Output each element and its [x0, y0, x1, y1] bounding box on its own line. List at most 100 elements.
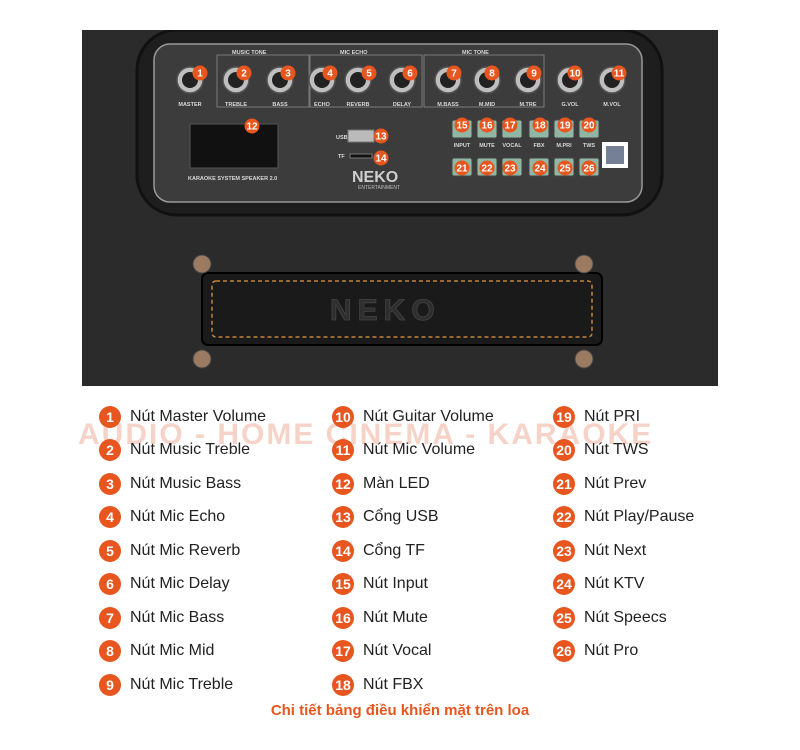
section-label-music-tone: MUSIC TONE [232, 50, 267, 56]
callout-number: 19 [559, 121, 571, 132]
knob-label: BASS [272, 102, 288, 108]
callout-badge: 5 [361, 65, 377, 81]
legend-label: Nút KTV [584, 575, 645, 593]
callout-badge: 21 [454, 160, 470, 176]
callout-circle [192, 65, 208, 81]
legend-item: 16 Nút Mute [332, 601, 494, 635]
callout-badge: 11 [611, 65, 627, 81]
callout-circle [532, 160, 548, 176]
legend-label: Nút TWS [584, 441, 649, 459]
callout-badge: 10 [567, 65, 583, 81]
callout-circle [454, 160, 470, 176]
callout-circle [373, 128, 389, 144]
callout-circle [532, 117, 548, 133]
callout-number: 11 [614, 69, 625, 80]
number-badge: 25 [553, 606, 575, 629]
legend-item: 11 Nút Mic Volume [332, 434, 494, 468]
number-badge: 3 [99, 472, 121, 495]
legend-label: Nút Mic Reverb [130, 541, 241, 559]
callout-badge: 4 [322, 65, 338, 81]
callout-number: 5 [366, 69, 372, 80]
callout-number: 13 [375, 132, 387, 143]
callout-number: 21 [456, 164, 468, 175]
number-badge: 24 [553, 573, 575, 596]
callout-badge: 15 [454, 117, 470, 133]
callout-number: 24 [534, 164, 546, 175]
legend-label: Nút Prev [584, 474, 647, 492]
number-badge: 21 [553, 472, 575, 495]
callout-number: 6 [407, 69, 413, 80]
callout-number: 10 [569, 69, 581, 80]
callout-badge: 26 [581, 160, 597, 176]
caption: Chi tiết bảng điều khiển mặt trên loa [270, 702, 530, 719]
legend-label: Nút Next [584, 541, 647, 559]
callout-circle [454, 117, 470, 133]
callout-badge: 23 [502, 160, 518, 176]
callout-number: 18 [534, 121, 546, 132]
callout-circle [402, 65, 418, 81]
usb-port [347, 129, 375, 143]
callout-number: 7 [451, 69, 457, 80]
callout-number: 1 [197, 69, 203, 80]
callout-number: 14 [375, 154, 387, 165]
callout-number: 3 [285, 69, 291, 80]
legend-item: 21 Nút Prev [553, 467, 694, 501]
button-label: FBX [534, 143, 545, 149]
callout-number: 9 [531, 69, 537, 80]
legend-label: Nút Mic Volume [363, 441, 476, 459]
callout-badge: 24 [532, 160, 548, 176]
legend-item: 24 Nút KTV [553, 568, 694, 602]
number-badge: 11 [332, 439, 354, 462]
callout-circle [557, 117, 573, 133]
callout-circle [484, 65, 500, 81]
number-badge: 16 [332, 606, 354, 629]
callout-circle [611, 65, 627, 81]
legend-label: Nút Play/Pause [584, 508, 695, 526]
legend-label: Nút Input [363, 575, 428, 593]
callout-badge: 22 [479, 160, 495, 176]
callout-circle [581, 117, 597, 133]
legend-label: Nút Mute [363, 608, 428, 626]
legend-label: Nút Music Treble [130, 441, 251, 459]
callout-badge: 7 [446, 65, 462, 81]
legend-label: Nút Mic Treble [130, 675, 234, 693]
tf-label: TF [338, 154, 345, 160]
callout-badge: 20 [581, 117, 597, 133]
number-badge: 22 [553, 506, 575, 529]
led-display [189, 123, 279, 169]
rivet [192, 254, 212, 274]
number-badge: 19 [553, 405, 575, 428]
callout-number: 22 [481, 164, 493, 175]
callout-badge: 18 [532, 117, 548, 133]
callout-circle [567, 65, 583, 81]
legend-label: Nút Mic Bass [130, 608, 225, 626]
callout-badge: 16 [479, 117, 495, 133]
callout-number: 25 [559, 164, 571, 175]
knob-label: M.MID [479, 102, 495, 108]
callout-number: 4 [327, 69, 333, 80]
knob-label: REVERB [347, 102, 370, 108]
rivet [192, 349, 212, 369]
callout-number: 20 [583, 121, 595, 132]
legend-label: Nút FBX [363, 675, 424, 693]
button-label: VOCAL [502, 143, 522, 149]
number-badge: 13 [332, 506, 354, 529]
number-badge: 8 [99, 640, 121, 663]
callout-badge: 9 [526, 65, 542, 81]
panel-brand: NEKO [352, 169, 398, 186]
knob-label: TREBLE [225, 102, 247, 108]
callout-badge: 14 [373, 150, 389, 166]
callout-badge: 13 [373, 128, 389, 144]
callout-badge: 19 [557, 117, 573, 133]
legend-label: Nút Mic Delay [130, 575, 230, 593]
